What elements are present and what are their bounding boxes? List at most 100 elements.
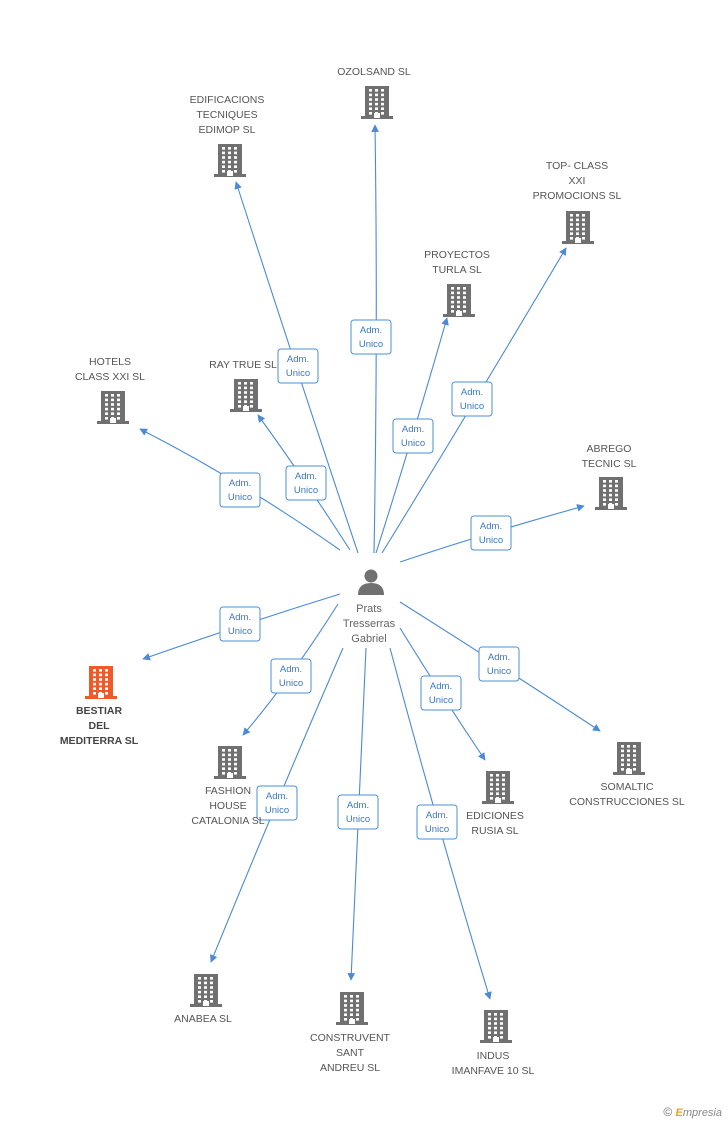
company-label: EDIFICACIONS <box>190 94 265 106</box>
company-label: HOUSE <box>209 800 246 812</box>
relation-label-somaltic[interactable]: Adm.Unico <box>478 646 520 682</box>
building-icon <box>230 379 262 412</box>
building-icon <box>562 211 594 244</box>
company-node-construvent[interactable]: CONSTRUVENT SANT ANDREU SL <box>310 992 391 1074</box>
edge-somaltic: Adm. Unico <box>399 601 601 732</box>
company-label: CLASS XXI SL <box>75 371 145 383</box>
edge-edificacions: Adm. Unico <box>234 181 359 554</box>
relation-text: Adm. <box>280 664 302 675</box>
relation-text: Unico <box>479 535 503 546</box>
edge-anabea: Adm. Unico <box>210 647 344 963</box>
building-icon <box>480 1010 512 1043</box>
company-label: TOP- CLASS <box>546 160 608 172</box>
building-icon <box>85 666 117 699</box>
company-label: DEL <box>89 720 111 732</box>
building-icon <box>214 144 246 177</box>
company-label: FASHION <box>205 785 251 797</box>
relation-text: Adm. <box>347 800 369 811</box>
relation-label-ray-true[interactable]: Adm. Unico <box>285 465 327 501</box>
building-icon <box>97 391 129 424</box>
building-icon <box>613 742 645 775</box>
edge-bestiar: Adm.Unico <box>142 593 341 661</box>
relation-label-abrego[interactable]: Adm.Unico <box>470 515 512 551</box>
person-icon <box>358 569 384 595</box>
company-label: SOMALTIC <box>601 781 654 793</box>
relation-label-indus[interactable]: Adm. Unico <box>416 804 458 840</box>
relation-text: Unico <box>460 401 484 412</box>
relation-label-hotels-class[interactable]: Adm. Unico <box>219 472 261 508</box>
brand-logo[interactable]: Empresia <box>675 1107 722 1119</box>
company-label: HOTELS <box>89 356 131 368</box>
company-label: MEDITERRA SL <box>60 735 139 747</box>
edge-ozolsand: Adm. Unico <box>350 124 392 554</box>
company-node-bestiar[interactable]: BESTIAR DEL MEDITERRA SL <box>60 666 139 747</box>
company-node-top-class[interactable]: TOP- CLASS XXI PROMOCIONS SL <box>533 160 622 244</box>
person-name: Gabriel <box>351 633 386 645</box>
relation-text: Adm. <box>430 681 452 692</box>
company-node-ray-true[interactable]: RAY TRUE SL <box>209 359 277 412</box>
relation-label-proyectos-turla[interactable]: Adm.Unico <box>392 418 434 454</box>
edge-abrego: Adm.Unico <box>399 504 585 563</box>
relation-label-ozolsand[interactable]: Adm. Unico <box>350 319 392 355</box>
relation-text: Adm. <box>295 471 317 482</box>
company-label: PROMOCIONS SL <box>533 190 622 202</box>
company-label: ANDREU SL <box>320 1062 380 1074</box>
company-node-edificacions[interactable]: EDIFICACIONS TECNIQUES EDIMOP SL <box>190 94 265 177</box>
company-node-hotels-class[interactable]: HOTELS CLASS XXI SL <box>75 356 145 424</box>
edge-indus: Adm. Unico <box>389 647 492 1000</box>
relation-text: Unico <box>286 368 310 379</box>
edge-proyectos-turla: Adm.Unico <box>375 317 449 554</box>
relation-label-fashion[interactable]: Adm. Unico <box>270 658 312 694</box>
relation-text: Adm. <box>426 810 448 821</box>
company-label: EDIMOP SL <box>199 124 256 136</box>
copyright-notice: © Empresia <box>663 1105 722 1119</box>
building-icon <box>361 86 393 119</box>
relation-text: Adm. <box>229 478 251 489</box>
relation-text: Unico <box>228 492 252 503</box>
relation-label-bestiar[interactable]: Adm.Unico <box>219 606 261 642</box>
person-name: Tresserras <box>343 618 396 630</box>
edge-top-class: Adm. Unico <box>381 247 567 554</box>
relation-text: Unico <box>359 339 383 350</box>
relation-text: Adm. <box>287 354 309 365</box>
relation-label-ediciones[interactable]: Adm. Unico <box>420 675 462 711</box>
copyright-symbol: © <box>663 1105 673 1119</box>
relation-text: Unico <box>228 626 252 637</box>
relation-label-edificacions[interactable]: Adm. Unico <box>277 348 319 384</box>
company-label: TURLA SL <box>432 264 482 276</box>
relation-text: Adm. <box>402 424 424 435</box>
relation-text: Unico <box>294 485 318 496</box>
relation-text: Unico <box>279 678 303 689</box>
edge-ray-true: Adm. Unico <box>257 414 351 551</box>
relation-label-anabea[interactable]: Adm. Unico <box>256 785 298 821</box>
relation-text: Unico <box>425 824 449 835</box>
company-node-anabea[interactable]: ANABEA SL <box>174 974 232 1025</box>
building-icon <box>482 771 514 804</box>
building-icon <box>336 992 368 1025</box>
company-label: SANT <box>336 1047 365 1059</box>
relation-text: Unico <box>429 695 453 706</box>
company-label: ABREGO <box>587 443 632 455</box>
relation-text: Adm. <box>266 791 288 802</box>
company-label: BESTIAR <box>76 705 123 717</box>
company-label: CONSTRUVENT <box>310 1032 391 1044</box>
company-label: TECNIQUES <box>196 109 257 121</box>
company-label: XXI <box>569 175 586 187</box>
relation-label-top-class[interactable]: Adm.Unico <box>451 381 493 417</box>
building-icon <box>214 746 246 779</box>
edges-layer: Adm.UnicoAdm.UnicoAdm.UnicoAdm.UnicoAdm.… <box>139 124 601 1000</box>
relation-text: Adm. <box>360 325 382 336</box>
building-icon <box>190 974 222 1007</box>
relation-text: Unico <box>265 805 289 816</box>
relation-label-construvent[interactable]: Adm.Unico <box>337 794 379 830</box>
company-node-ozolsand[interactable]: OZOLSAND SL <box>337 66 411 119</box>
nodes-layer: OZOLSAND SL EDIFICACIONS TECNIQUES EDIMOP S… <box>60 66 685 1077</box>
